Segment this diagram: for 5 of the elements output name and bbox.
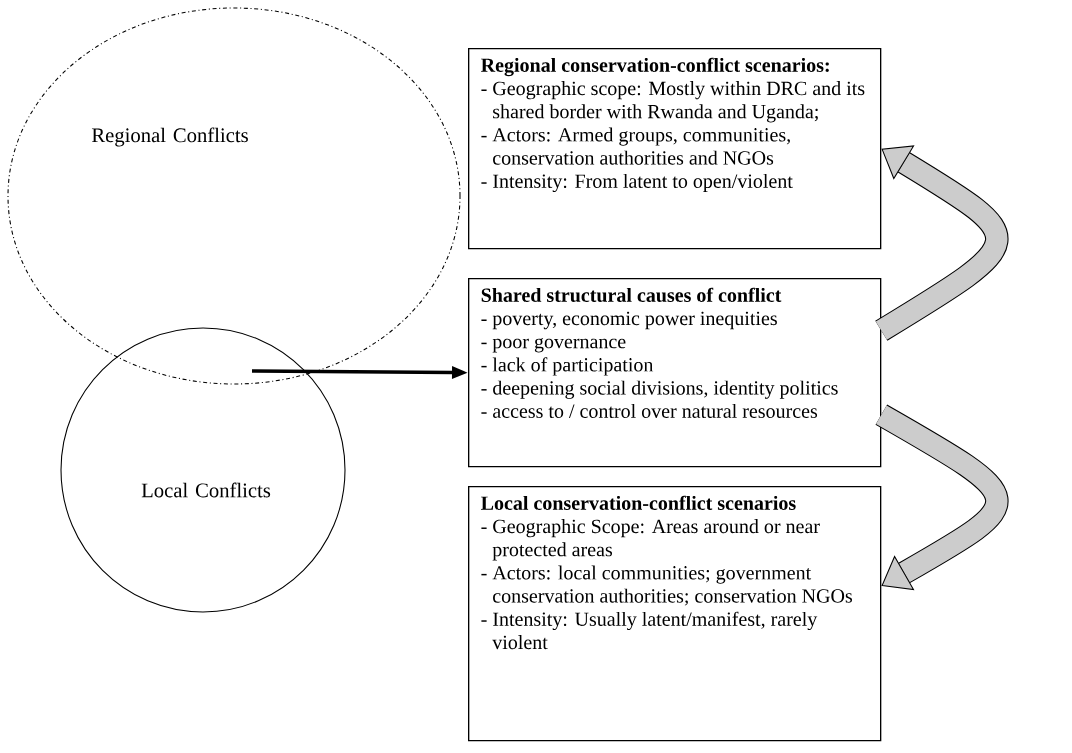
text-box: Regional conservation-conflict scenarios: - Geographic scope: Mostly within DRC and its shared border with Rwanda and Uganda; - Actors: Armed groups, communities, conservation authorities and NGOs - Intensity: From latent to open/violent xyxy=(468,48,882,250)
curved-arrow xyxy=(875,145,1009,341)
curved-arrow xyxy=(875,404,1009,591)
text-box: Shared structural causes of conflict - poverty, economic power inequities - poor governance - lack of participation - deepening social divisions, identity politics - access to / control over natural resources xyxy=(468,278,882,468)
text-box: Local conservation-conflict scenarios - Geographic Scope: Areas around or near protected areas - Actors: local communities; government conservation authorities; conservation NGOs - Intensity: Usually latent/manifest, rarely violent xyxy=(468,486,882,742)
